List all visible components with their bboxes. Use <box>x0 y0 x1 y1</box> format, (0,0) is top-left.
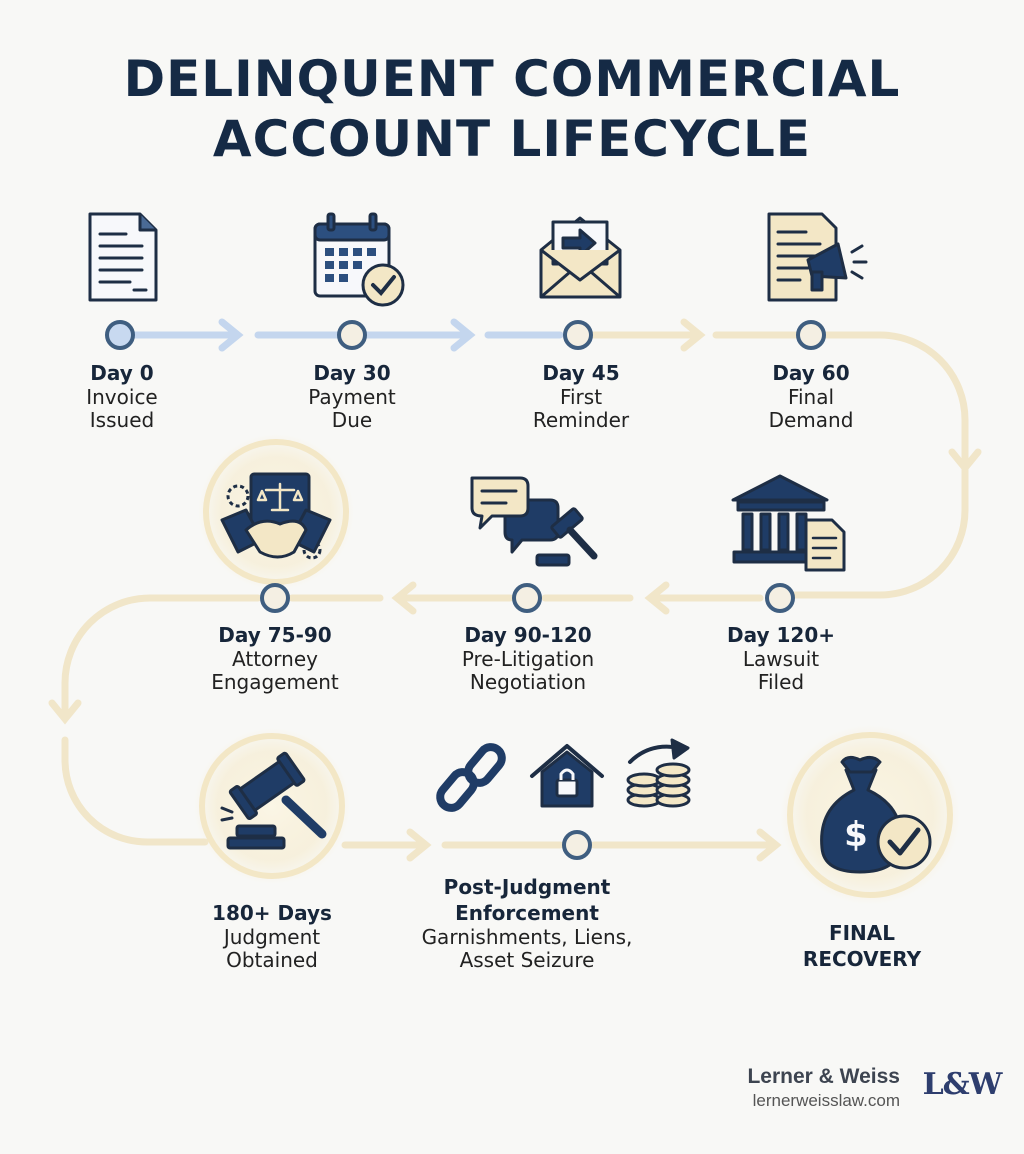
step-day-120: Day 120+ Lawsuit Filed <box>681 622 881 694</box>
step-desc-line-1: Payment <box>308 385 396 409</box>
step-day-30: Day 30 Payment Due <box>252 360 452 432</box>
chat-gavel-icon <box>470 476 598 567</box>
recovery-ring <box>787 732 953 898</box>
courthouse-icon <box>731 474 846 572</box>
step-desc-line-1: Lawsuit <box>742 647 820 671</box>
svg-text:$: $ <box>844 815 868 855</box>
step-desc-line-2: Demand <box>768 408 854 432</box>
step-desc-line-1: Garnishments, Liens, <box>421 925 633 949</box>
node-day-60 <box>796 320 826 350</box>
document-icon <box>88 212 158 302</box>
brand-logo: L&W <box>922 1065 1003 1111</box>
chain-house-coins-icon <box>436 738 691 812</box>
final-recovery-label: FINAL RECOVERY <box>762 920 962 972</box>
calendar-check-icon <box>313 212 405 307</box>
step-desc-line-1: First <box>559 385 603 409</box>
title-line-2: ACCOUNT LIFECYCLE <box>212 110 812 168</box>
step-desc-line-2: Engagement <box>211 670 339 694</box>
node-day-0 <box>105 320 135 350</box>
handshake-scales-icon <box>220 472 332 560</box>
step-desc-line-1: Judgment <box>223 925 321 949</box>
step-desc-line-1: Invoice <box>86 385 158 409</box>
chain-icon <box>436 743 506 812</box>
node-post-judgment <box>562 830 592 860</box>
step-desc-line-2: Reminder <box>532 408 630 432</box>
brand-logo-text: L&W <box>922 1067 1003 1102</box>
judgment-glow <box>194 728 350 884</box>
coins-icon <box>626 738 691 808</box>
step-desc-line-2: Filed <box>757 670 805 694</box>
house-lock-icon <box>530 744 604 808</box>
step-desc-line-2: Issued <box>89 408 155 432</box>
step-day-0: Day 0 Invoice Issued <box>22 360 222 432</box>
step-day-90-120: Day 90-120 Pre-Litigation Negotiation <box>428 622 628 694</box>
step-day-label: Day 0 <box>90 361 154 385</box>
step-desc-line-2: Due <box>331 408 373 432</box>
node-day-90-120 <box>512 583 542 613</box>
brand-url[interactable]: lernerweisslaw.com <box>752 1091 900 1110</box>
node-day-75-90 <box>260 583 290 613</box>
megaphone-document-icon <box>767 212 868 302</box>
step-day-label: Day 45 <box>542 361 620 385</box>
final-line-2: RECOVERY <box>802 947 922 971</box>
step-desc-line-2: Obtained <box>226 948 318 972</box>
step-day-label: Post-Judgment <box>443 875 611 899</box>
step-judgment: 180+ Days Judgment Obtained <box>172 900 372 972</box>
brand-name: Lerner & Weiss <box>747 1065 900 1088</box>
step-day-75-90: Day 75-90 Attorney Engagement <box>175 622 375 694</box>
judgment-ring <box>199 733 345 879</box>
money-bag-check-icon: $ <box>820 755 932 874</box>
step-desc-line-2: Negotiation <box>469 670 587 694</box>
step-desc-line-1: Attorney <box>232 647 318 671</box>
node-day-45 <box>563 320 593 350</box>
step-day-label: Day 75-90 <box>218 623 332 647</box>
step-day-label: Day 120+ <box>727 623 835 647</box>
step-day-label: 180+ Days <box>212 901 332 925</box>
step-day-label: Day 60 <box>772 361 850 385</box>
step-desc-line-1: Pre-Litigation <box>461 647 595 671</box>
step-day-label: Day 30 <box>313 361 391 385</box>
step-day-label: Day 90-120 <box>464 623 592 647</box>
node-day-30 <box>337 320 367 350</box>
row-3-connector <box>341 828 782 862</box>
step-desc-line-2: Asset Seizure <box>459 948 595 972</box>
row-2-connector <box>48 581 764 846</box>
title-line-1: DELINQUENT COMMERCIAL <box>123 50 901 108</box>
step-day-label-2: Enforcement <box>455 901 599 925</box>
node-day-120 <box>765 583 795 613</box>
step-day-60: Day 60 Final Demand <box>711 360 911 432</box>
step-day-45: Day 45 First Reminder <box>481 360 681 432</box>
gavel-icon <box>220 751 327 850</box>
step-desc-line-1: Final <box>787 385 835 409</box>
attorney-ring <box>203 439 349 585</box>
envelope-arrow-icon <box>539 216 622 299</box>
step-post-judgment: Post-Judgment Enforcement Garnishments, … <box>377 874 677 972</box>
final-line-1: FINAL <box>828 921 896 945</box>
brand: Lerner & Weiss lernerweisslaw.com <box>747 1064 900 1112</box>
